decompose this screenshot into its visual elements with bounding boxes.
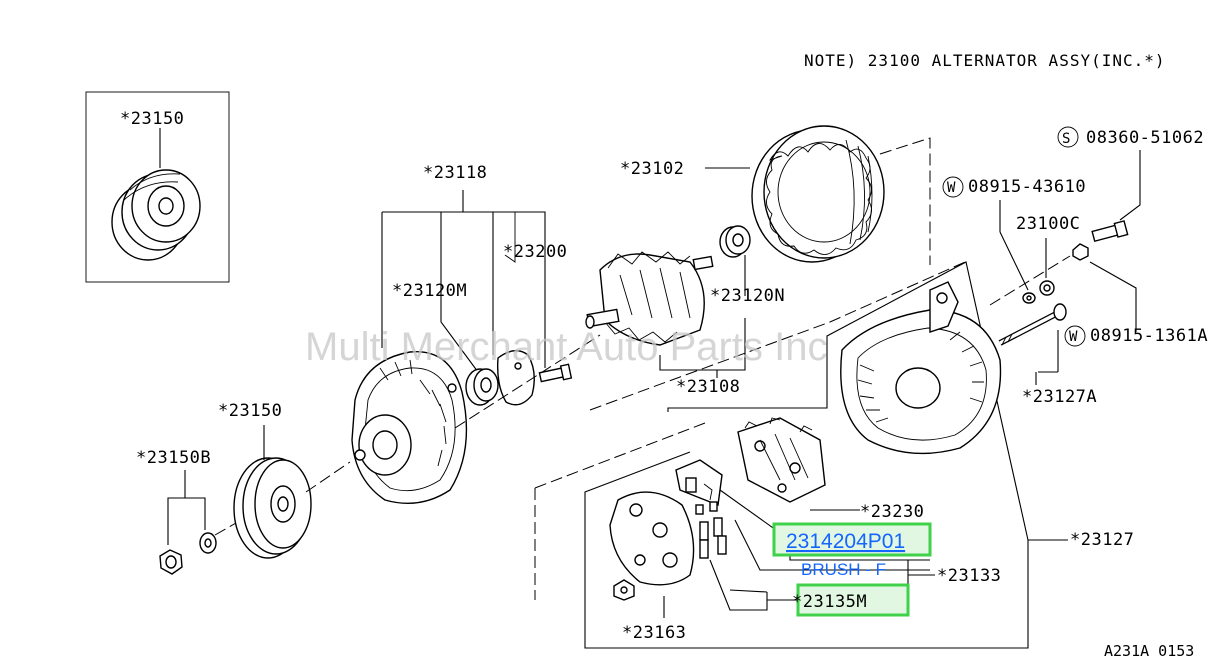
label-23100c[interactable]: 23100C: [1016, 214, 1080, 234]
label-23108[interactable]: *23108: [676, 377, 740, 397]
label-08915-1361a[interactable]: 08915-1361A: [1090, 326, 1208, 346]
brushes: [695, 501, 727, 559]
rear-cover: [609, 491, 695, 586]
screw: [538, 363, 573, 383]
label-23127a[interactable]: *23127A: [1022, 387, 1097, 407]
label-23230[interactable]: *23230: [860, 502, 924, 522]
s-badge-label: S: [1062, 131, 1071, 147]
label-23102[interactable]: *23102: [620, 159, 684, 179]
rotor: [585, 251, 714, 346]
label-23163[interactable]: *23163: [622, 623, 686, 643]
label-23118[interactable]: *23118: [423, 163, 487, 183]
cover-nut: [613, 579, 635, 601]
s-badge-icon: [1057, 126, 1079, 148]
part-description: BRUSH - F: [801, 560, 886, 579]
label-08360-51062[interactable]: 08360-51062: [1086, 128, 1204, 148]
label-08915-43610[interactable]: 08915-43610: [968, 177, 1086, 197]
pulley: [233, 457, 312, 559]
label-23120m[interactable]: *23120M: [392, 281, 467, 301]
label-23150b[interactable]: *23150B: [136, 448, 211, 468]
part-number-link[interactable]: 2314204P01: [786, 530, 905, 553]
bolt-s: [1091, 220, 1129, 243]
label-23135m[interactable]: *23135M: [792, 592, 867, 612]
w-badge-icon-2: [1064, 325, 1086, 347]
bearing-rear: [719, 225, 751, 258]
stator: [751, 125, 885, 263]
label-23150-inset[interactable]: *23150: [120, 109, 184, 129]
label-23150[interactable]: *23150: [218, 401, 282, 421]
nut: [159, 549, 183, 575]
nut-23100c: [1039, 280, 1055, 296]
w-badge-icon-1: [942, 176, 964, 198]
rear-housing: [840, 281, 1002, 455]
label-23120n[interactable]: *23120N: [710, 286, 785, 306]
alternator-note: NOTE) 23100 ALTERNATOR ASSY(INC.*): [804, 51, 1166, 70]
inset-frame: [85, 91, 230, 283]
part-link-highlight: [772, 522, 932, 557]
through-bolt: [998, 303, 1067, 346]
label-23200[interactable]: *23200: [503, 242, 567, 262]
brush-holder: [675, 459, 723, 506]
label-23127[interactable]: *23127: [1070, 530, 1134, 550]
rectifier: [737, 417, 826, 503]
w-badge-label-1: W: [947, 180, 956, 196]
watermark: Multi Merchant Auto Parts Inc: [305, 325, 827, 369]
part-23135m-highlight: [796, 583, 910, 617]
retainer-plate: [496, 350, 535, 406]
label-23133[interactable]: *23133: [937, 566, 1001, 586]
w-badge-label-2: W: [1069, 329, 1078, 345]
washer-w1: [1022, 292, 1036, 304]
front-housing: [351, 351, 468, 505]
washer-w2: [1072, 243, 1089, 261]
washer: [199, 532, 217, 554]
figure-code: A231A 0153: [1104, 642, 1194, 660]
inset-pulley: [111, 169, 201, 261]
bearing-front: [465, 368, 499, 406]
